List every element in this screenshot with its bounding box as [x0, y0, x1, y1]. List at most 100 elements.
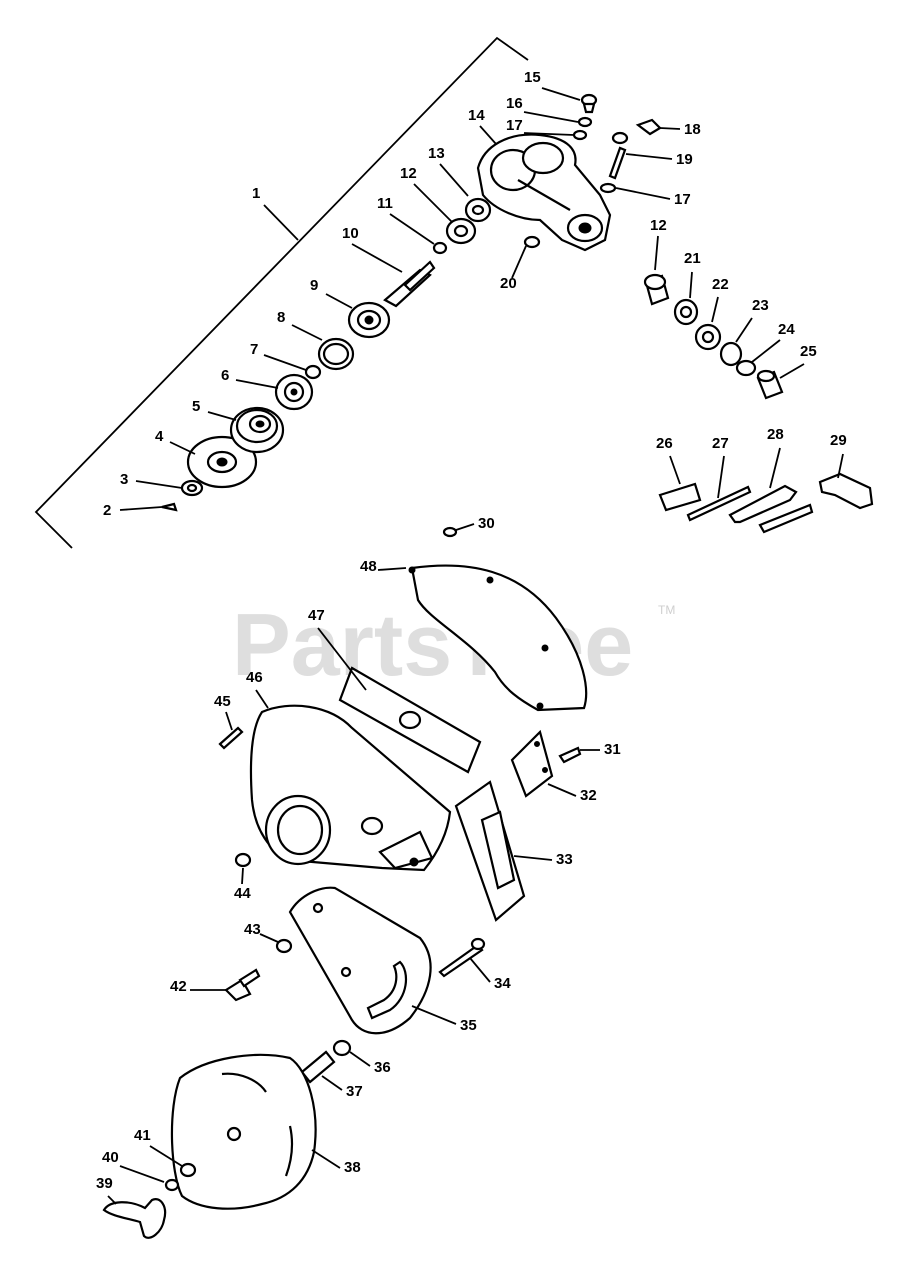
callout-label-16: 16: [506, 95, 523, 112]
callout-leader-44: [241, 867, 244, 885]
callout-label-41: 41: [134, 1127, 151, 1144]
callout-leader-40: [119, 1165, 165, 1183]
callout-label-3: 3: [120, 471, 128, 488]
callout-label-45: 45: [214, 693, 231, 710]
callout-label-4: 4: [155, 428, 164, 445]
callout-label-30: 30: [478, 515, 495, 532]
callout-leader-37: [321, 1075, 343, 1091]
callout-label-22: 22: [712, 276, 729, 293]
callout-leader-24: [751, 339, 781, 363]
callout-leader-32: [547, 783, 577, 797]
part-23-snap-ring: [719, 341, 743, 367]
part-5-blade-holder: [229, 406, 285, 454]
callout-label-18: 18: [684, 121, 701, 138]
callout-leader-33: [513, 855, 553, 861]
callout-leader-23: [735, 317, 753, 343]
part-10-gear-shaft: [383, 260, 436, 308]
part-4-holder-plate: [186, 435, 258, 489]
callout-leader-46: [255, 689, 269, 709]
part-17-washer-lower: [599, 182, 617, 194]
part-27-rod: [686, 485, 752, 522]
callout-leader-16: [523, 111, 579, 123]
callout-label-42: 42: [170, 978, 187, 995]
callout-label-13: 13: [428, 145, 445, 162]
part-12-bevel-gear-upper: [445, 217, 477, 245]
callout-leader-12: [654, 235, 659, 271]
part-31-screw: [558, 746, 582, 764]
part-44-nut: [234, 852, 252, 868]
callout-leader-18: [659, 127, 681, 130]
callout-leader-22: [711, 296, 719, 323]
part-20-nut: [523, 235, 541, 249]
callout-label-38: 38: [344, 1159, 361, 1176]
part-16-washer: [577, 116, 593, 128]
callout-label-31: 31: [604, 741, 621, 758]
callout-leader-36: [349, 1051, 371, 1067]
callout-leader-8: [291, 324, 323, 341]
callout-label-9: 9: [310, 277, 318, 294]
part-2-screw: [161, 502, 178, 512]
callout-leader-34: [469, 957, 491, 983]
callout-leader-41: [149, 1145, 183, 1167]
part-28-wrench: [728, 484, 814, 534]
part-43-nut: [275, 938, 293, 954]
callout-leader-29: [837, 453, 844, 479]
part-29-socket-wrench: [818, 472, 874, 510]
callout-label-24: 24: [778, 321, 795, 338]
part-15-bolt: [580, 93, 598, 114]
part-46-guard: [249, 704, 452, 872]
callout-label-1: 1: [252, 185, 260, 202]
part-24-snap-ring: [735, 359, 757, 377]
callout-leader-47: [317, 627, 367, 691]
callout-leader-1: [263, 204, 299, 241]
callout-label-17: 17: [506, 117, 523, 134]
callout-leader-48: [377, 567, 407, 571]
callout-leader-7: [263, 354, 307, 371]
callout-label-15: 15: [524, 69, 541, 86]
callout-label-47: 47: [308, 607, 325, 624]
callout-leader-5: [207, 411, 237, 421]
callout-label-43: 43: [244, 921, 261, 938]
callout-leader-6: [235, 379, 279, 389]
part-32-clamp-plate: [510, 729, 554, 798]
callout-label-25: 25: [800, 343, 817, 360]
callout-label-6: 6: [221, 367, 229, 384]
callout-label-8: 8: [277, 309, 285, 326]
part-13-bearing: [464, 197, 492, 223]
part-6-bearing: [274, 373, 314, 411]
part-11-washer: [432, 241, 448, 255]
callout-label-2: 2: [103, 502, 111, 519]
callout-label-33: 33: [556, 851, 573, 868]
part-14-gear-case: [476, 133, 612, 252]
callout-label-44: 44: [234, 885, 251, 902]
part-30-screw: [442, 526, 458, 538]
callout-label-10: 10: [342, 225, 359, 242]
callout-leader-3: [135, 480, 183, 489]
callout-label-7: 7: [250, 341, 258, 358]
callout-leader-11: [389, 213, 435, 245]
part-34-bolt: [438, 937, 486, 978]
callout-leader-27: [717, 455, 725, 499]
callout-label-37: 37: [346, 1083, 363, 1100]
part-38-cover: [170, 1053, 317, 1210]
callout-leader-15: [541, 87, 581, 101]
callout-label-36: 36: [374, 1059, 391, 1076]
callout-label-11: 11: [377, 195, 393, 212]
callout-leader-30: [455, 523, 475, 531]
part-48-guard-extension: [408, 564, 588, 712]
group-bracket-line: [34, 36, 529, 549]
callout-label-21: 21: [684, 250, 701, 267]
part-42-wing-bolt: [224, 968, 261, 1002]
callout-label-32: 32: [580, 787, 597, 804]
part-36-washer: [332, 1039, 352, 1057]
callout-label-40: 40: [102, 1149, 119, 1166]
callout-leader-17: [615, 187, 671, 200]
part-25-spacer: [756, 369, 784, 400]
callout-label-19: 19: [676, 151, 693, 168]
callout-leader-21: [689, 271, 693, 299]
part-18-grease-nipple: [611, 118, 662, 145]
part-3-washer: [180, 479, 204, 497]
callout-leader-20: [511, 245, 527, 279]
part-22-bearing: [694, 323, 722, 351]
